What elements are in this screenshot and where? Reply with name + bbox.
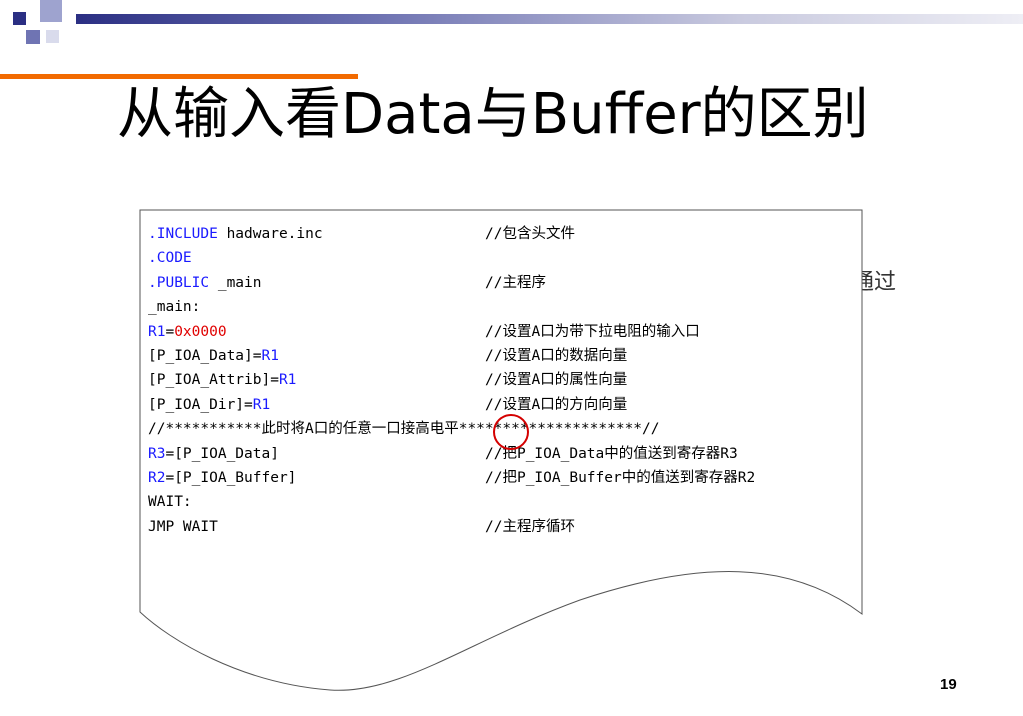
code-text: =[P_IOA_Data] (165, 445, 279, 462)
code-line: R3=[P_IOA_Data] //把P_IOA_Data中的值送到寄存器R3 (148, 442, 848, 466)
code-line: _main: (148, 295, 848, 319)
code-line: [P_IOA_Data]=R1 //设置A口的数据向量 (148, 344, 848, 368)
code-keyword: R1 (148, 323, 166, 340)
code-line: R1=0x0000 //设置A口为带下拉电阻的输入口 (148, 320, 848, 344)
code-number: 0x0000 (174, 323, 227, 340)
code-line: .CODE (148, 246, 848, 270)
code-register: R1 (252, 396, 271, 413)
code-keyword: R2 (148, 469, 166, 486)
code-text: [P_IOA_Dir]= (148, 396, 253, 413)
code-line: //***********此时将A口的任意一口接高电平*************… (148, 417, 848, 441)
code-line: R2=[P_IOA_Buffer] //把P_IOA_Buffer中的值送到寄存器… (148, 466, 848, 490)
code-text: //***********此时将A口的任意一口接高电平*************… (148, 421, 660, 438)
code-text: _main: (148, 299, 201, 316)
code-text: WAIT: (148, 494, 192, 511)
slide-title: 从输入看Data与Buffer的区别 (117, 82, 869, 147)
code-line: .INCLUDE hadware.inc //包含头文件 (148, 222, 848, 246)
code-comment: //设置A口为带下拉电阻的输入口 (485, 323, 700, 340)
title-accent-line (0, 74, 358, 79)
code-comment: //把P_IOA_Buffer中的值送到寄存器R2 (485, 469, 756, 486)
header-gradient-bar (76, 14, 1023, 24)
code-text: =[P_IOA_Buffer] (165, 469, 297, 486)
code-text: [P_IOA_Data]= (148, 347, 262, 364)
code-keyword: .CODE (148, 250, 192, 267)
corner-square-mid (26, 30, 40, 44)
code-line: [P_IOA_Attrib]=R1 //设置A口的属性向量 (148, 368, 848, 392)
code-comment: //设置A口的方向向量 (485, 396, 628, 413)
code-register: R1 (278, 372, 297, 389)
code-text: _main (209, 274, 262, 291)
code-line: [P_IOA_Dir]=R1 //设置A口的方向向量 (148, 393, 848, 417)
corner-square-small (46, 30, 59, 43)
code-line: WAIT: (148, 490, 848, 514)
code-comment: //包含头文件 (485, 226, 575, 242)
highlight-circle (493, 414, 529, 450)
page-number: 19 (940, 676, 957, 693)
corner-square-dark (13, 12, 26, 25)
code-keyword: .INCLUDE (148, 226, 218, 242)
code-comment: //主程序循环 (485, 518, 575, 535)
code-text: [P_IOA_Attrib]= (148, 372, 279, 389)
code-keyword: R3 (148, 445, 166, 462)
code-comment: //设置A口的属性向量 (485, 372, 628, 389)
code-comment: //主程序 (485, 274, 546, 291)
code-listing: .INCLUDE hadware.inc //包含头文件 .CODE .PUBLIC … (148, 222, 848, 539)
code-register: R1 (261, 347, 279, 364)
corner-square-light (40, 0, 62, 22)
code-comment: //设置A口的数据向量 (485, 347, 628, 364)
code-text: JMP WAIT (148, 518, 218, 535)
code-text: = (165, 323, 175, 340)
code-line: .PUBLIC _main //主程序 (148, 271, 848, 295)
code-line: JMP WAIT //主程序循环 (148, 515, 848, 539)
code-text: hadware.inc (217, 226, 323, 242)
code-keyword: .PUBLIC (148, 274, 210, 291)
code-comment: //把P_IOA_Data中的值送到寄存器R3 (485, 445, 738, 462)
